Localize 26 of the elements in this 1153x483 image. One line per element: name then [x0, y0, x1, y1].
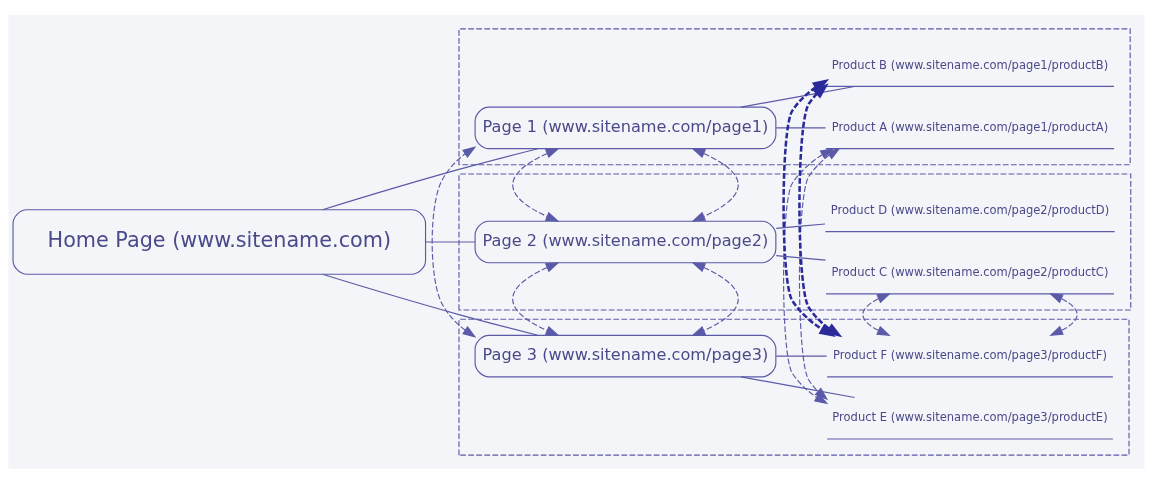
- cluster: [458, 27, 1131, 165]
- node-text: Product C (www.sitename.com/page2/productC): [831, 264, 1109, 279]
- connector: [775, 126, 827, 128]
- cluster: [458, 172, 1132, 311]
- node-text: Product D (www.sitename.com/page2/productD): [830, 202, 1110, 217]
- node-box: Page 1 (www.sitename.com/page1): [474, 106, 777, 149]
- connector: [775, 355, 828, 357]
- connector: [322, 147, 539, 210]
- cluster: [458, 318, 1130, 456]
- node-text: Product E (www.sitename.com/page3/productE): [832, 409, 1108, 424]
- connector: [425, 240, 476, 243]
- node-box: Home Page (www.sitename.com): [12, 208, 427, 275]
- connector: [775, 254, 827, 261]
- node-box: Page 3 (www.sitename.com/page3): [474, 334, 777, 377]
- arrow: [862, 292, 1078, 336]
- connector: [740, 85, 856, 108]
- connector: [322, 273, 539, 336]
- connector: [775, 222, 826, 229]
- node-text: Product B (www.sitename.com/page1/productB): [831, 57, 1109, 72]
- arrow: [431, 145, 477, 338]
- node-text: Product F (www.sitename.com/page3/productF): [833, 347, 1108, 362]
- node-text: Product A (www.sitename.com/page1/productA): [831, 119, 1109, 134]
- arrow: [512, 147, 739, 222]
- arrow: [512, 261, 739, 336]
- connector: [740, 375, 856, 398]
- node-box: Page 2 (www.sitename.com/page2): [474, 220, 777, 263]
